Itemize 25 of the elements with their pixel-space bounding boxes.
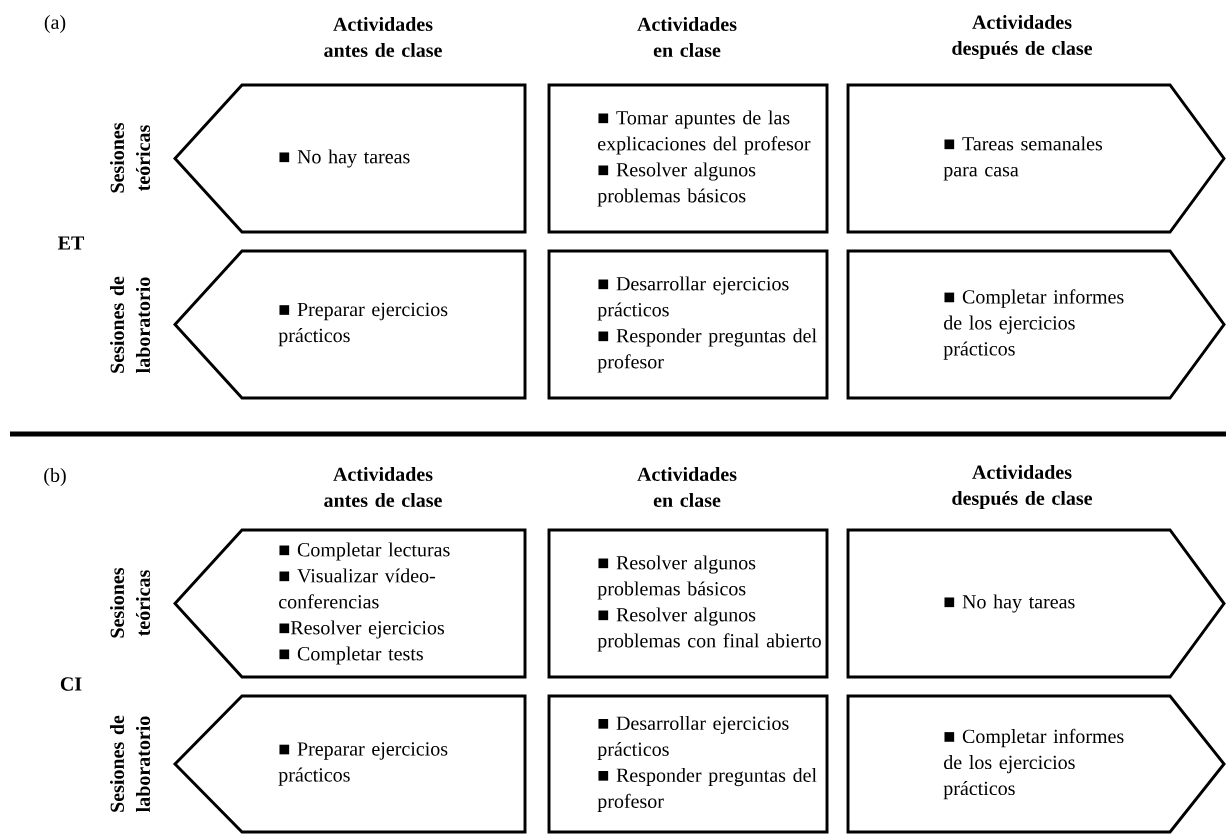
panel-label: (b) bbox=[44, 467, 66, 487]
arrow-box: ■ No hay tareas bbox=[846, 528, 1226, 679]
column-header: Actividades en clase bbox=[637, 16, 737, 58]
panel-label: (a) bbox=[44, 14, 66, 34]
row-label: Sesiones de laboratorio bbox=[110, 276, 151, 373]
column-header: Actividades antes de clase bbox=[324, 467, 442, 508]
row-label: Sesiones de laboratorio bbox=[110, 715, 151, 812]
row-label: Sesiones teóricas bbox=[110, 122, 151, 193]
arrow-box: ■ Preparar ejercicios prácticos bbox=[173, 249, 527, 400]
activity-box: ■ Desarrollar ejercicios prácticos ■ Responder preguntas del profesor bbox=[547, 249, 829, 400]
column-header: ET bbox=[58, 236, 85, 250]
arrow-box: ■ Completar informes de los ejercicios prácticos bbox=[846, 249, 1226, 400]
activity-box: ■ Tomar apuntes de las explicaciones del profesor ■ Resolver algunos problemas básicos bbox=[547, 83, 829, 234]
activity-box: ■ Resolver algunos problemas básicos ■ Resolver algunos problemas con final abierto bbox=[547, 528, 829, 679]
column-header: CI bbox=[60, 677, 82, 691]
arrow-box: ■ Completar informes de los ejercicios prácticos bbox=[846, 694, 1226, 834]
column-header: Actividades después de clase bbox=[952, 464, 1093, 510]
column-header: Actividades en clase bbox=[637, 467, 737, 508]
column-header: Actividades antes de clase bbox=[324, 16, 442, 58]
activity-box: ■ Desarrollar ejercicios prácticos ■ Responder preguntas del profesor bbox=[547, 694, 829, 834]
arrow-box: ■ Tareas semanales para casa bbox=[846, 83, 1226, 234]
row-label: Sesiones teóricas bbox=[110, 567, 151, 638]
arrow-box: ■ No hay tareas bbox=[173, 83, 527, 234]
arrow-box: ■ Completar lecturas ■ Visualizar vídeo-conferencias ■Resolver ejercicios ■ Completar tests bbox=[173, 528, 527, 679]
column-header: Actividades después de clase bbox=[952, 14, 1093, 60]
